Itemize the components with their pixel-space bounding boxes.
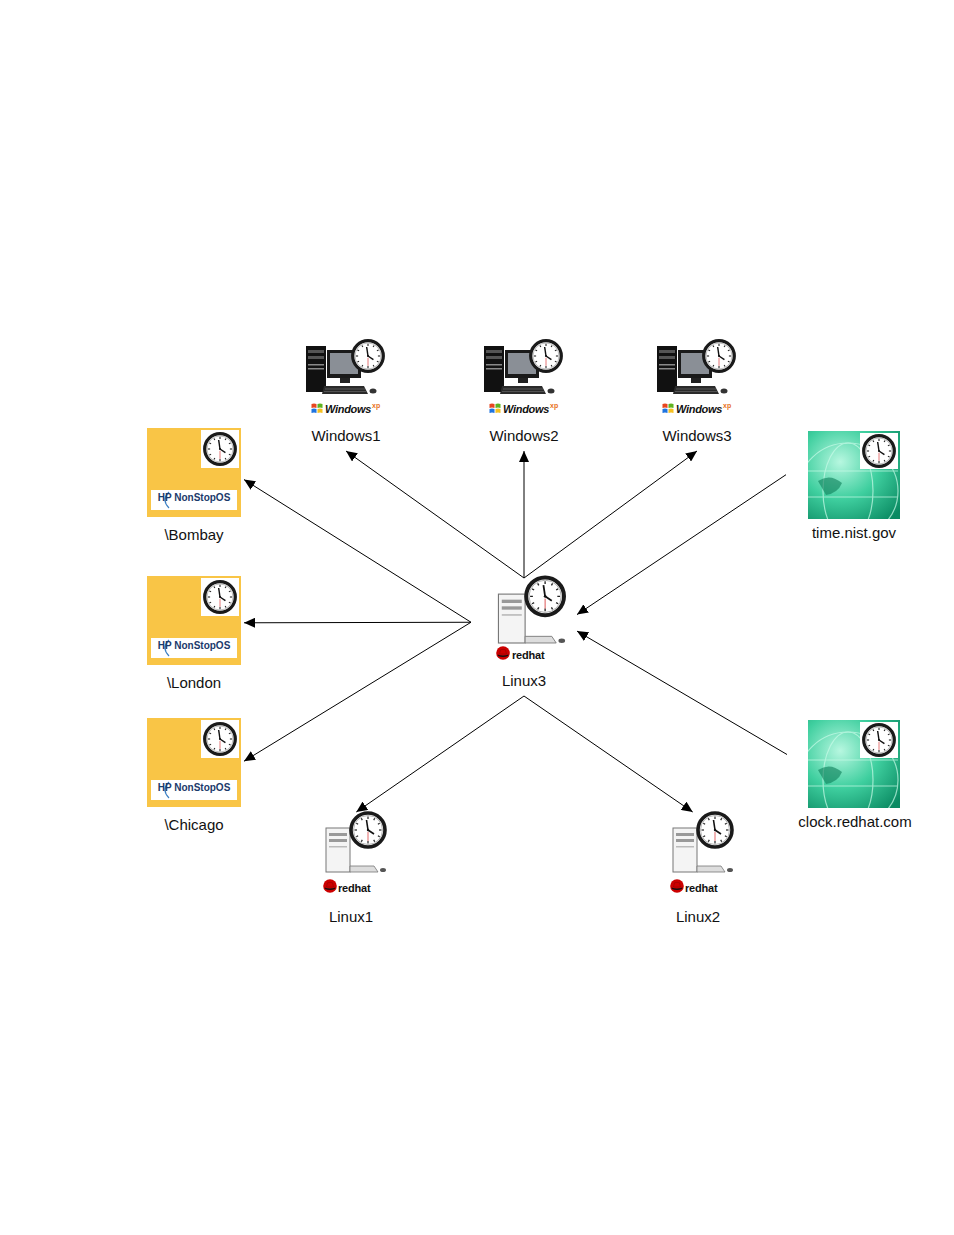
logo-row: HP NonStopOS bbox=[144, 490, 244, 510]
device-name: clock.redhat.com bbox=[787, 813, 923, 831]
device-node: redhatLinux2 bbox=[645, 812, 751, 930]
device-node: clock.redhat.com bbox=[787, 720, 923, 835]
sync-arrow bbox=[244, 622, 471, 624]
device-node: HP NonStopOS \Bombay bbox=[144, 428, 244, 548]
logo-row: redhat bbox=[298, 881, 404, 895]
pc-icon bbox=[306, 341, 383, 394]
logo-row: HP NonStopOS bbox=[144, 780, 244, 800]
logo-text: redhat bbox=[338, 881, 370, 895]
nonstop-icon bbox=[147, 576, 241, 665]
device-name: Windows2 bbox=[461, 427, 587, 445]
pc-icon bbox=[657, 341, 734, 394]
nonstop-icon bbox=[147, 718, 241, 807]
sync-arrow bbox=[577, 631, 787, 754]
device-node: WindowsxpWindows3 bbox=[634, 338, 760, 451]
device-node: redhatLinux1 bbox=[298, 812, 404, 930]
logo-text: HP NonStopOS bbox=[144, 780, 244, 796]
logo-text: redhat bbox=[685, 881, 717, 895]
device-node: WindowsxpWindows1 bbox=[283, 338, 409, 451]
logo-row: Windowsxp bbox=[283, 402, 409, 418]
device-name: Windows3 bbox=[634, 427, 760, 445]
device-name: \Chicago bbox=[144, 816, 244, 834]
device-name: time.nist.gov bbox=[786, 524, 922, 542]
logo-text: Windows bbox=[325, 402, 371, 416]
device-name: Linux2 bbox=[645, 908, 751, 926]
logo-text: xp bbox=[723, 402, 731, 410]
logo-text: Windows bbox=[676, 402, 722, 416]
device-node: HP NonStopOS \Chicago bbox=[144, 718, 244, 838]
linux-pc-icon bbox=[326, 813, 386, 872]
nonstop-icon bbox=[147, 428, 241, 517]
logo-row: Windowsxp bbox=[461, 402, 587, 418]
device-name: Linux3 bbox=[471, 672, 577, 690]
logo-text: xp bbox=[550, 402, 558, 410]
windows-flag bbox=[663, 404, 674, 414]
redhat-logo bbox=[323, 879, 337, 893]
logo-row: HP NonStopOS bbox=[144, 638, 244, 658]
sync-arrow bbox=[346, 451, 524, 578]
logo-text: xp bbox=[372, 402, 380, 410]
sync-arrow bbox=[524, 451, 697, 578]
logo-row: redhat bbox=[471, 648, 577, 662]
logo-row: redhat bbox=[645, 881, 751, 895]
pc-icon bbox=[484, 341, 561, 394]
device-name: \Bombay bbox=[144, 526, 244, 544]
logo-text: Windows bbox=[503, 402, 549, 416]
device-name: Linux1 bbox=[298, 908, 404, 926]
sync-arrow bbox=[244, 622, 471, 761]
linux-pc-icon bbox=[673, 813, 733, 872]
sync-arrow bbox=[577, 475, 786, 615]
device-name: Windows1 bbox=[283, 427, 409, 445]
device-node: HP NonStopOS \London bbox=[144, 576, 244, 696]
sync-arrow bbox=[244, 480, 471, 623]
logo-row: Windowsxp bbox=[634, 402, 760, 418]
sync-arrow bbox=[524, 696, 693, 812]
redhat-logo bbox=[670, 879, 684, 893]
redhat-logo bbox=[496, 646, 510, 660]
device-node: time.nist.gov bbox=[786, 431, 922, 546]
sync-arrow bbox=[524, 451, 525, 578]
sync-arrow bbox=[356, 696, 524, 812]
linux-pc-icon bbox=[498, 577, 565, 643]
logo-text: redhat bbox=[512, 648, 544, 662]
globe-icon bbox=[798, 720, 900, 828]
windows-flag bbox=[312, 404, 323, 414]
device-node: redhatLinux3 bbox=[471, 578, 577, 696]
device-node: WindowsxpWindows2 bbox=[461, 338, 587, 451]
logo-text: HP NonStopOS bbox=[144, 638, 244, 654]
windows-flag bbox=[490, 404, 501, 414]
globe-icon bbox=[798, 431, 900, 539]
device-name: \London bbox=[144, 674, 244, 692]
logo-text: HP NonStopOS bbox=[144, 490, 244, 506]
